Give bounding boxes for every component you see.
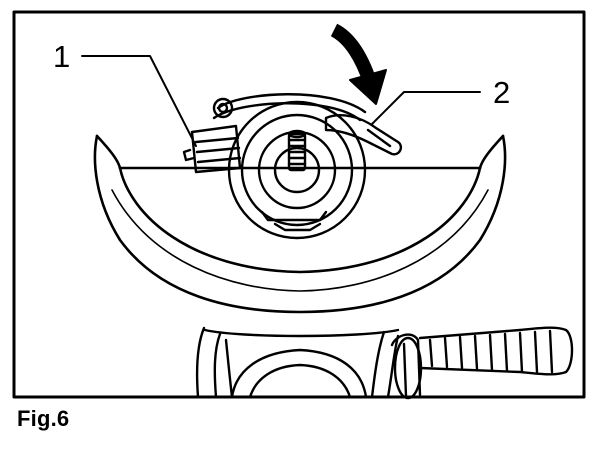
figure-caption: Fig.6	[17, 406, 70, 431]
illustration-frame: 1 2	[12, 10, 586, 400]
frame-border	[12, 10, 586, 399]
spindle-bolt	[287, 129, 307, 172]
grinder-body	[195, 326, 400, 399]
grinder-guard-illustration: 1 2	[12, 10, 586, 400]
release-lever	[324, 114, 403, 156]
clamp-band	[212, 93, 367, 122]
callout-2-leader	[371, 91, 481, 125]
down-arrow-icon	[330, 23, 387, 105]
callout-1-leader	[81, 55, 197, 147]
adjusting-screw	[182, 124, 242, 174]
wheel-guard	[93, 134, 507, 314]
callout-1-label: 1	[53, 39, 70, 74]
callout-2-label: 2	[493, 75, 510, 110]
side-handle	[390, 326, 574, 400]
